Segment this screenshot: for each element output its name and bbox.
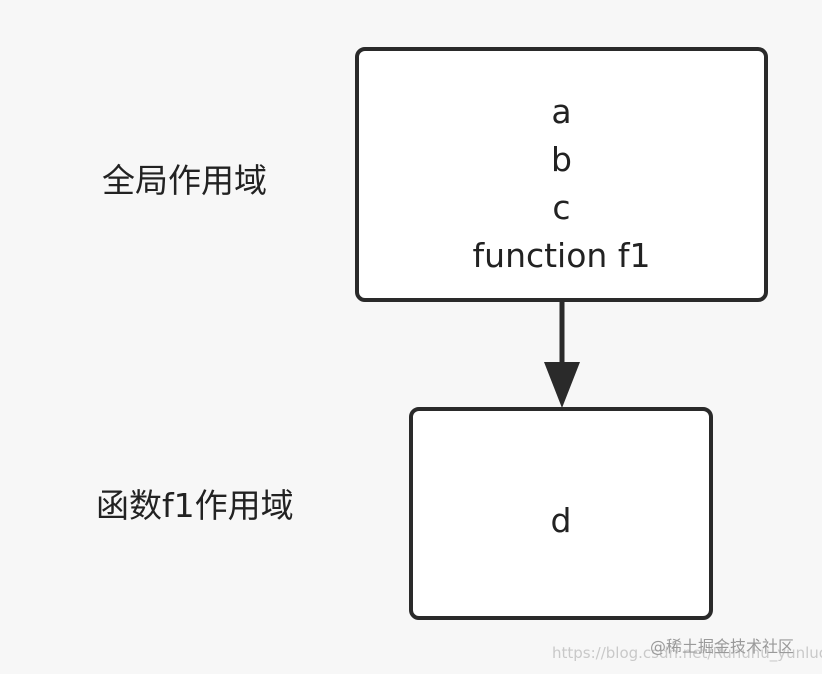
global-scope-label: 全局作用域 [102, 161, 267, 200]
variable-item: c [552, 188, 571, 227]
function-f1-scope-label: 函数f1作用域 [96, 486, 294, 525]
watermark-brand: @稀土掘金技术社区 [650, 637, 795, 656]
variable-item: a [551, 92, 572, 131]
variable-item: function f1 [472, 236, 651, 275]
watermark-url: https://blog.csdn.net/Ruhuhu_yunluohan [552, 644, 822, 662]
scope-chain-arrow [544, 300, 580, 408]
global-variable-list: a b c function f1 [359, 88, 764, 280]
variable-item: d [550, 501, 572, 540]
global-scope-box: a b c function f1 [355, 47, 768, 302]
variable-item: b [551, 140, 572, 179]
function-f1-scope-box: d [409, 407, 713, 620]
arrow-head [544, 362, 580, 408]
function-f1-variable-list: d [413, 497, 709, 545]
